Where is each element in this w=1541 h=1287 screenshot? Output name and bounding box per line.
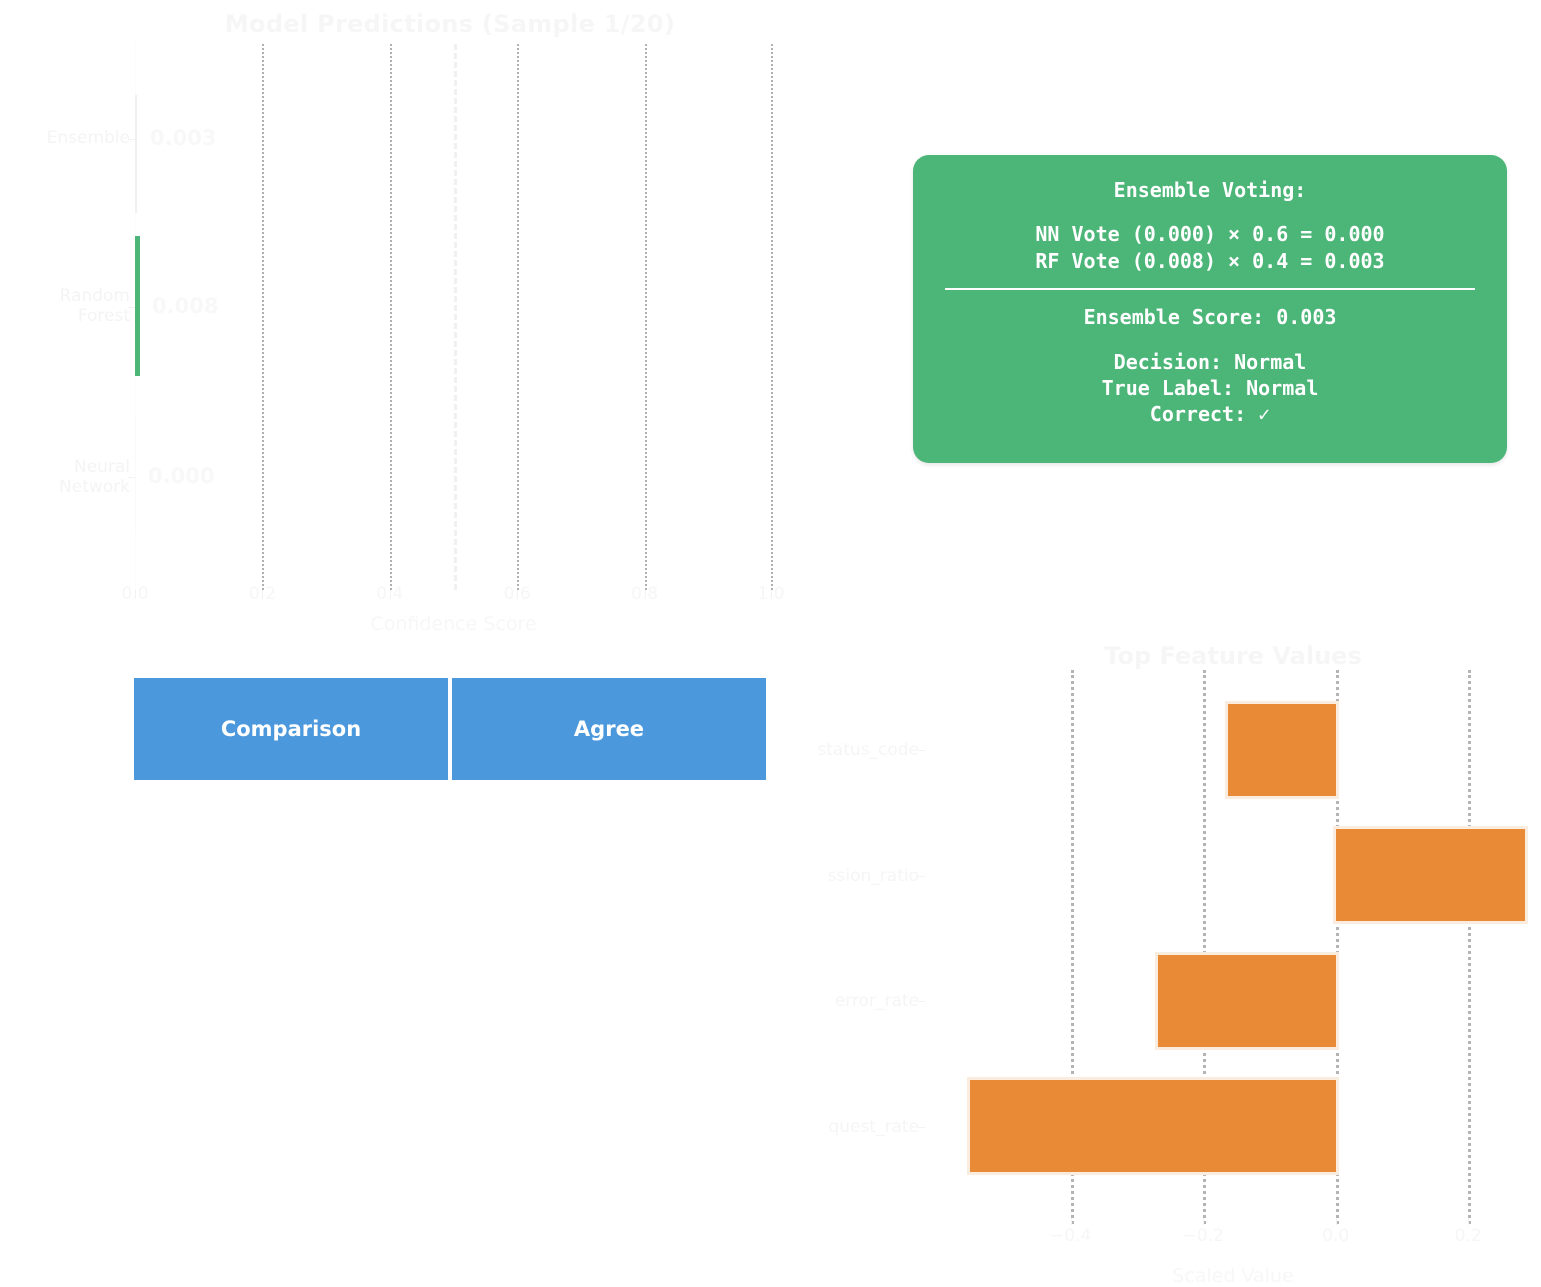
- predictions-gridline-0.8: [644, 44, 647, 590]
- ensemble-nn-vote: NN Vote (0.000) × 0.6 = 0.000: [1035, 222, 1385, 247]
- comparison-panel-row: Comparison Agree: [134, 678, 766, 780]
- predictions-xtick-label-1: 0.2: [248, 584, 276, 604]
- predictions-gridline-0.4: [389, 44, 392, 590]
- predictions-bar-ensemble: [135, 95, 137, 213]
- predictions-xtick-mark-2: [389, 590, 391, 597]
- top-feature-values-chart: Top Feature Values status_code ssion_rat…: [760, 630, 1541, 1287]
- feature-ylabel-session-ratio: ssion_ratio: [827, 866, 919, 886]
- predictions-ylabel-random-forest: Random Forest: [59, 286, 130, 326]
- predictions-gridline-0.6: [517, 44, 520, 590]
- ensemble-spacer-2: [937, 331, 1483, 349]
- feature-ytick-2: [918, 1001, 925, 1002]
- ensemble-spacer-1: [937, 203, 1483, 221]
- predictions-value-ensemble: 0.003: [150, 126, 217, 150]
- predictions-ylabel-neural-network: Neural Network: [59, 457, 130, 497]
- predictions-xtick-mark-0: [135, 590, 136, 597]
- predictions-xtick-mark-5: [771, 590, 772, 597]
- model-predictions-title: Model Predictions (Sample 1/20): [224, 10, 676, 38]
- ensemble-score: Ensemble Score: 0.003: [1083, 305, 1337, 330]
- predictions-xtick-mark-1: [262, 590, 264, 597]
- predictions-xtick-label-2: 0.4: [376, 584, 404, 604]
- feature-bar-session-ratio: [1332, 826, 1529, 924]
- predictions-bar-neural-network: [135, 416, 136, 534]
- feature-xtick-mark-1: [1203, 1218, 1205, 1225]
- ensemble-decision: Decision: Normal: [1113, 349, 1307, 374]
- feature-gridline--0.4: [1070, 670, 1074, 1224]
- feature-ylabel-error-rate: error_rate: [834, 991, 919, 1011]
- feature-ylabel-request-rate: quest_rate: [828, 1117, 919, 1137]
- ensemble-rf-vote: RF Vote (0.008) × 0.4 = 0.003: [1035, 248, 1385, 273]
- predictions-gridline-0.2: [262, 44, 265, 590]
- ensemble-true-label: True Label: Normal: [1101, 375, 1319, 400]
- predictions-ytick-2: [128, 477, 135, 478]
- feature-gridline-0.0: [1335, 670, 1339, 1224]
- feature-xtick-mark-3: [1468, 1218, 1470, 1225]
- comparison-panel[interactable]: Comparison: [134, 678, 448, 780]
- model-predictions-chart: Model Predictions (Sample 1/20) Ensemble…: [0, 0, 800, 650]
- agreement-panel[interactable]: Agree: [452, 678, 766, 780]
- predictions-x-axis-label: Confidence Score: [370, 613, 537, 635]
- feature-bar-request-rate: [967, 1077, 1339, 1175]
- predictions-xtick-mark-3: [517, 590, 519, 597]
- predictions-gridline-1.0: [771, 44, 773, 590]
- feature-gridline--0.2: [1203, 670, 1207, 1224]
- predictions-value-neural-network: 0.000: [148, 464, 215, 488]
- ensemble-correct: Correct: ✓: [1149, 402, 1271, 427]
- feature-xtick-label-3: 0.2: [1454, 1226, 1482, 1246]
- feature-bar-error-rate: [1155, 952, 1339, 1050]
- predictions-value-random-forest: 0.008: [152, 294, 219, 318]
- predictions-ytick-0: [128, 139, 135, 140]
- predictions-xtick-label-4: 0.8: [631, 584, 659, 604]
- feature-ytick-0: [918, 750, 925, 751]
- feature-bar-status-code: [1225, 701, 1339, 799]
- feature-gridline-0.2: [1468, 670, 1472, 1224]
- feature-ytick-3: [918, 1127, 925, 1128]
- ensemble-voting-panel: Ensemble Voting: NN Vote (0.000) × 0.6 =…: [913, 155, 1507, 463]
- predictions-xtick-label-0: 0.0: [121, 584, 149, 604]
- predictions-ytick-1: [128, 307, 135, 308]
- feature-xtick-mark-0: [1070, 1218, 1072, 1225]
- predictions-threshold-line: [453, 44, 457, 590]
- predictions-xtick-mark-4: [644, 590, 646, 597]
- feature-values-title: Top Feature Values: [1104, 642, 1362, 670]
- feature-xtick-label-2: 0.0: [1322, 1226, 1350, 1246]
- feature-values-x-axis-label: Scaled Value: [1172, 1265, 1294, 1287]
- feature-xtick-mark-2: [1335, 1218, 1337, 1225]
- feature-xtick-label-0: −0.4: [1050, 1226, 1092, 1246]
- feature-ylabel-status-code: status_code: [817, 740, 919, 760]
- ensemble-divider: [945, 288, 1475, 291]
- predictions-xtick-label-5: 1.0: [757, 584, 785, 604]
- predictions-ylabel-ensemble: Ensemble: [46, 128, 130, 148]
- feature-xtick-label-1: −0.2: [1182, 1226, 1224, 1246]
- ensemble-heading: Ensemble Voting:: [1113, 178, 1307, 202]
- predictions-xtick-label-3: 0.6: [503, 584, 531, 604]
- predictions-bar-random-forest: [135, 236, 140, 376]
- feature-ytick-1: [918, 876, 925, 877]
- predictions-plot-area: [135, 44, 773, 590]
- feature-values-plot-area: [925, 670, 1541, 1224]
